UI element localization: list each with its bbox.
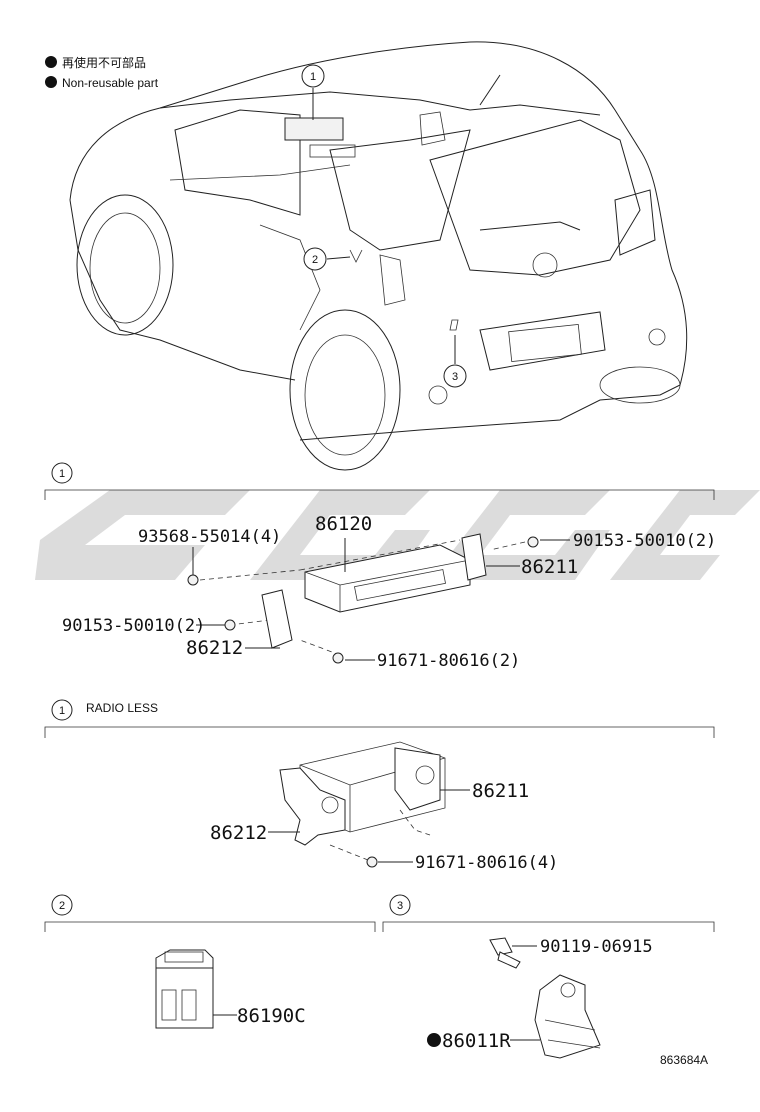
- part-number-86190c: 86190C: [237, 1005, 306, 1027]
- callout-3: 3: [443, 364, 467, 388]
- non-reusable-bullet-icon: [45, 76, 57, 88]
- screw-icon: [187, 574, 199, 586]
- diagram-id: 863684A: [660, 1053, 708, 1067]
- screw-icon: [332, 652, 344, 664]
- radio-less-bracket-assembly: [268, 741, 470, 868]
- section-title: RADIO LESS: [86, 701, 158, 715]
- section-number: 2: [59, 900, 65, 912]
- part-number-86211-upper: 86211: [521, 556, 578, 578]
- section-3-header: 3: [382, 894, 715, 932]
- screw-icon: [527, 536, 539, 548]
- callout-1: 1: [301, 64, 325, 88]
- screw-icon: [224, 619, 236, 631]
- section-2-header: 2: [44, 894, 376, 932]
- svg-text:1: 1: [310, 71, 316, 83]
- legend-en-label: Non-reusable part: [62, 76, 159, 90]
- car-illustration: [69, 41, 688, 471]
- section-number: 1: [59, 705, 65, 717]
- non-reusable-bullet-icon: [45, 56, 57, 68]
- screw-icon: [366, 856, 378, 868]
- part-number-86011r: 86011R: [442, 1030, 511, 1052]
- part-number-86211-lower: 86211: [472, 780, 529, 802]
- part-number-90119: 90119-06915: [540, 937, 653, 957]
- part-number-86212-upper: 86212: [186, 637, 243, 659]
- non-reusable-marker-icon: [427, 1033, 441, 1047]
- legend-jp-label: 再使用不可部品: [62, 55, 146, 70]
- part-number-90153-lower: 90153-50010(2): [62, 616, 205, 636]
- legend: 再使用不可部品 Non-reusable part: [45, 55, 159, 90]
- svg-text:3: 3: [452, 371, 458, 383]
- buzzer-86011r: [489, 937, 601, 1059]
- switch-86190c: [155, 949, 237, 1029]
- part-number-93568: 93568-55014(4): [138, 527, 281, 547]
- section-1-radio-less-header: 1 RADIO LESS: [44, 699, 715, 738]
- section-number: 3: [397, 900, 403, 912]
- part-number-90153-upper: 90153-50010(2): [573, 531, 716, 551]
- part-number-91671-lower: 91671-80616(4): [415, 853, 558, 873]
- svg-text:2: 2: [312, 254, 318, 266]
- part-number-86212-lower: 86212: [210, 822, 267, 844]
- section-number: 1: [59, 468, 65, 480]
- callout-2: 2: [303, 247, 327, 271]
- part-number-86120: 86120: [315, 513, 372, 535]
- part-number-91671-upper: 91671-80616(2): [377, 651, 520, 671]
- section-1-header: 1: [44, 462, 715, 500]
- audio-unit-assembly: [187, 533, 570, 664]
